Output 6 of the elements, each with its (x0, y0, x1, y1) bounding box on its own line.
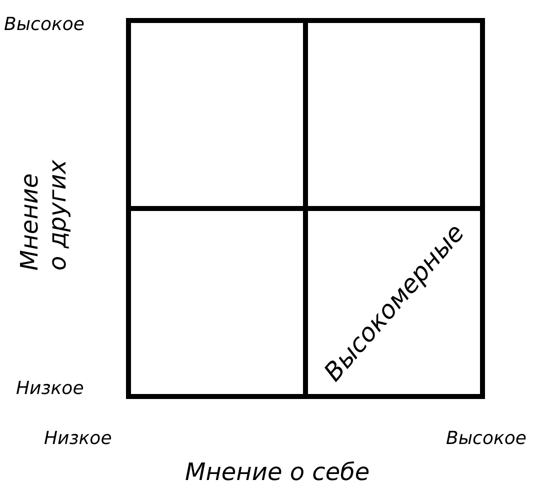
axis-tick-label: Низкое (44, 428, 112, 450)
axis-title: Мнение о других (16, 158, 72, 270)
axis-title: Мнение о себе (185, 458, 370, 487)
axis-tick-label: Высокое (446, 428, 526, 450)
axis-tick-label: Высокое (4, 14, 84, 36)
axis-tick-label: Низкое (16, 378, 84, 400)
